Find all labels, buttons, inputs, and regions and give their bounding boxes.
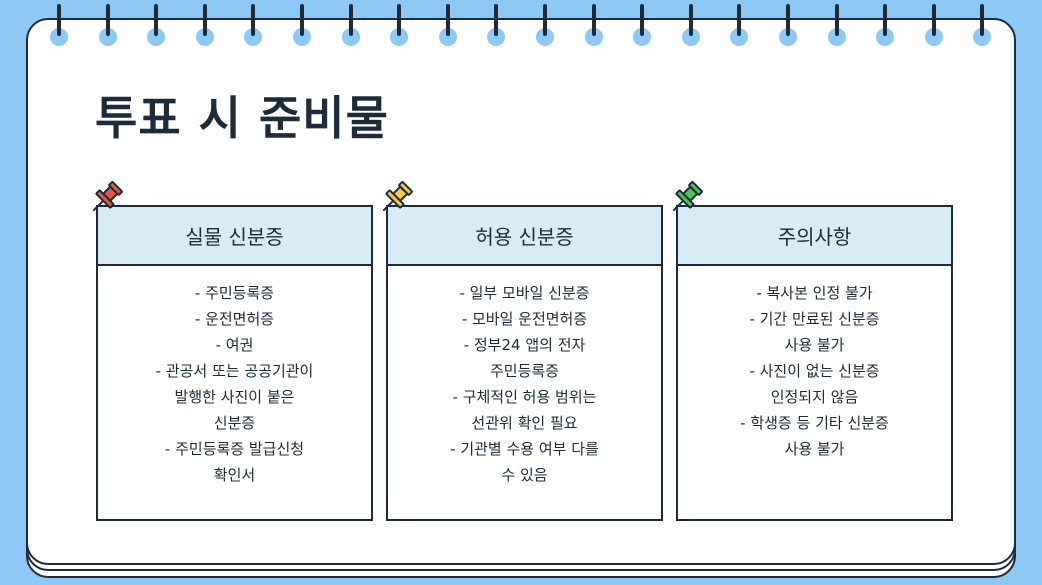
- binding-ring: [681, 4, 700, 46]
- card-heading: 허용 신분증: [388, 207, 661, 266]
- binding-ring: [293, 4, 311, 46]
- list-item: - 관공서 또는 공공기관이: [155, 362, 314, 380]
- list-item: - 일부 모바일 신분증: [459, 284, 590, 302]
- list-item: - 모바일 운전면허증: [461, 310, 588, 328]
- list-item: - 여권: [215, 336, 254, 354]
- card-heading: 주의사항: [678, 207, 951, 266]
- binding-ring: [390, 4, 409, 46]
- card-list: - 복사본 인정 불가 - 기간 만료된 신분증 사용 불가 - 사진이 없는 …: [678, 266, 951, 462]
- card-allowed-id: 허용 신분증 - 일부 모바일 신분증 - 모바일 운전면허증 - 정부24 앱…: [386, 205, 663, 521]
- binding-ring: [244, 4, 263, 46]
- binding-ring: [98, 4, 117, 46]
- binding-ring: [730, 4, 749, 46]
- list-item: - 운전면허증: [194, 310, 275, 328]
- list-item: - 기간 만료된 신분증: [749, 310, 880, 328]
- binding-ring: [438, 4, 457, 46]
- list-item: - 구체적인 허용 범위는: [452, 388, 597, 406]
- list-item: 선관위 확인 필요: [471, 414, 578, 432]
- binding-ring: [147, 4, 166, 46]
- card-cautions: 주의사항 - 복사본 인정 불가 - 기간 만료된 신분증 사용 불가 - 사진…: [676, 205, 953, 521]
- list-item: 주민등록증: [489, 362, 559, 380]
- binding-ring: [584, 4, 603, 46]
- binding-ring: [536, 4, 554, 46]
- list-item: - 사진이 없는 신분증: [749, 362, 880, 380]
- binding-ring: [876, 4, 895, 46]
- card-list: - 주민등록증 - 운전면허증 - 여권 - 관공서 또는 공공기관이 발행한 …: [98, 266, 371, 488]
- binding-ring: [50, 4, 68, 46]
- card-heading: 실물 신분증: [98, 207, 371, 266]
- binding-ring: [341, 4, 360, 46]
- list-item: - 복사본 인정 불가: [756, 284, 873, 302]
- list-item: - 주민등록증: [194, 284, 275, 302]
- list-item: - 기관별 수용 여부 다를: [450, 440, 599, 458]
- pushpin-yellow-icon: [382, 181, 413, 212]
- list-item: 확인서: [213, 466, 256, 484]
- pushpin-green-icon: [672, 181, 703, 212]
- list-item: 사용 불가: [784, 336, 845, 354]
- list-item: 사용 불가: [784, 440, 845, 458]
- binding-ring: [973, 4, 992, 46]
- binding-ring: [827, 4, 846, 46]
- list-item: 수 있음: [501, 466, 548, 484]
- list-item: 발행한 사진이 붙은: [174, 388, 295, 406]
- binding-ring: [779, 4, 797, 46]
- list-item: - 학생증 등 기타 신분증: [740, 414, 889, 432]
- card-list: - 일부 모바일 신분증 - 모바일 운전면허증 - 정부24 앱의 전자 주민…: [388, 266, 661, 488]
- list-item: 인정되지 않음: [770, 388, 859, 406]
- binding-ring: [633, 4, 652, 46]
- binding-ring: [924, 4, 943, 46]
- list-item: - 정부24 앱의 전자: [463, 336, 586, 354]
- list-item: 신분증: [213, 414, 256, 432]
- binding-ring: [195, 4, 214, 46]
- pushpin-red-icon: [92, 181, 123, 212]
- card-physical-id: 실물 신분증 - 주민등록증 - 운전면허증 - 여권 - 관공서 또는 공공기…: [96, 205, 373, 521]
- binding-ring: [487, 4, 506, 46]
- list-item: - 주민등록증 발급신청: [164, 440, 305, 458]
- slide-title: 투표 시 준비물: [95, 91, 389, 145]
